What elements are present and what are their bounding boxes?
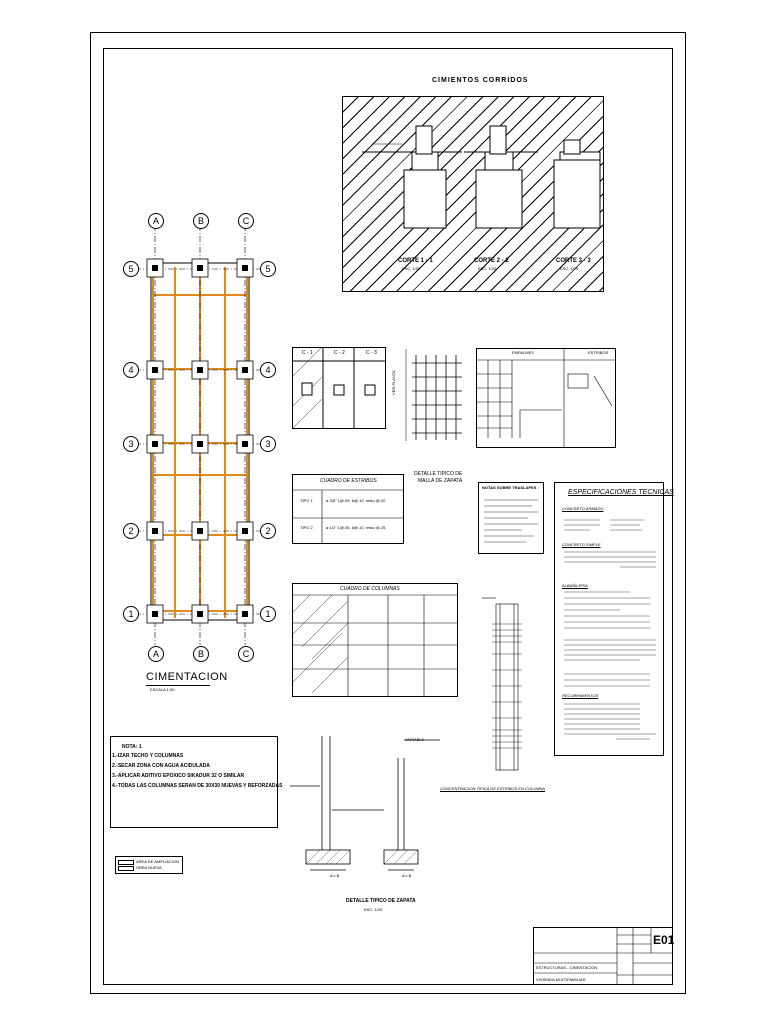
splice-col-header: EMPALMES bbox=[512, 350, 534, 355]
axis-5-left: 5 bbox=[123, 261, 139, 277]
specs-section-1: CONCRETO ARMADO bbox=[562, 506, 604, 511]
stirrup-concentration-caption: CONCENTRACION TIPICA DE ESTRIBOS EN COLU… bbox=[440, 786, 545, 791]
axis-4-left: 4 bbox=[123, 362, 139, 378]
footing-variable-label: VARIABLE bbox=[405, 737, 425, 742]
drawing-frame bbox=[103, 48, 673, 985]
axis-4-right: 4 bbox=[260, 362, 276, 378]
section-3-label: CORTE 3 - 3 bbox=[556, 258, 591, 264]
section-3-drawing bbox=[553, 139, 601, 229]
mesh-detail-drawing bbox=[405, 349, 462, 441]
section-2-drawing bbox=[464, 125, 538, 229]
axis-c-bottom: C bbox=[238, 646, 254, 662]
axis-2-left: 2 bbox=[123, 523, 139, 539]
specs-section-2: CONCRETO SIMPLE bbox=[562, 542, 601, 547]
stirrup-col-header: ESTRIBOS bbox=[588, 350, 609, 355]
legend-swatch-1 bbox=[118, 860, 134, 865]
title-block-grid bbox=[533, 927, 673, 985]
footing-dim-right: A x B bbox=[402, 873, 412, 878]
specs-section-4: RECUBRIMIENTOS bbox=[562, 693, 599, 698]
foundation-plan bbox=[135, 225, 270, 645]
strip-foundation-sections bbox=[362, 125, 601, 229]
specs-section-3: ALBAÑILERIA bbox=[562, 583, 588, 588]
axis-5-right: 5 bbox=[260, 261, 276, 277]
column-type-1: C - 1 bbox=[302, 350, 313, 356]
stirrup-row2-type: TIPO 2 bbox=[300, 525, 313, 530]
plan-title-underline bbox=[146, 685, 210, 686]
notes-title: NOTA: 1 bbox=[122, 744, 142, 750]
axis-2-right: 2 bbox=[260, 523, 276, 539]
overlap-note-title: NOTAS SOBRE TRASLAPES : bbox=[482, 485, 539, 490]
section-1-scale: ESC. 1/20 bbox=[402, 266, 421, 271]
section-2-scale: ESC. 1/20 bbox=[478, 266, 497, 271]
axis-3-left: 3 bbox=[123, 436, 139, 452]
column-type-2: C - 2 bbox=[334, 350, 345, 356]
section-1-drawing bbox=[362, 125, 462, 229]
stirrup-row2-spec: ø 1/2" 1@.05, 8@.10, resto @.25 bbox=[326, 525, 386, 530]
notes-line-4: 4.-TODAS LAS COLUMNAS SERAN DE 30X30 NUE… bbox=[112, 783, 283, 789]
drawing-sheet bbox=[90, 32, 686, 994]
stirrup-row1-type: TIPO 1 bbox=[300, 498, 313, 503]
footing-detail-drawing bbox=[290, 736, 440, 871]
notes-line-1: 1.-IZAR TECHO Y COLUMNAS bbox=[112, 753, 184, 759]
section-3-scale: ESC. 1/20 bbox=[560, 266, 579, 271]
title-block-project: VIVIENDA MULTIFAMILIAR bbox=[536, 977, 586, 982]
splice-table bbox=[476, 348, 616, 448]
column-table-title: CUADRO DE COLUMNAS bbox=[340, 586, 400, 592]
plan-title: CIMENTACION bbox=[146, 671, 228, 683]
splice-table-grid bbox=[476, 348, 616, 448]
stirrup-table-title: CUADRO DE ESTRIBOS bbox=[320, 478, 377, 484]
footing-detail-title: DETALLE TIPICO DE ZAPATA bbox=[346, 898, 416, 904]
page-title: CIMIENTOS CORRIDOS bbox=[432, 77, 529, 84]
stirrup-concentration-drawing bbox=[482, 597, 522, 771]
axis-a-top: A bbox=[148, 213, 164, 229]
notes-line-2: 2.-SECAR ZONA CON AGUA ACIDULADA bbox=[112, 763, 210, 769]
plan-scale: ESCALA 1:50 bbox=[150, 687, 175, 692]
footing-detail-scale: ESC. 1/20 bbox=[364, 907, 383, 912]
stirrup-row1-spec: ø 3/8" 1@.05, 8@.10, resto @.20 bbox=[326, 498, 386, 503]
mesh-caption-2: MALLA DE ZAPATA bbox=[418, 478, 463, 484]
specs-title: ESPECIFICACIONES TECNICAS bbox=[568, 489, 674, 496]
axis-c-top: C bbox=[238, 213, 254, 229]
section-1-label: CORTE 1 - 1 bbox=[398, 258, 433, 264]
footing-dim-left: A x B bbox=[330, 873, 340, 878]
axis-1-left: 1 bbox=[123, 606, 139, 622]
column-table-grid bbox=[291, 594, 458, 697]
axis-b-top: B bbox=[193, 213, 209, 229]
specs-text-lines bbox=[564, 519, 656, 740]
legend-item-1: AREA DE AMPLIACION bbox=[136, 859, 179, 864]
overlap-note-lines bbox=[484, 499, 538, 543]
stirrup-table bbox=[292, 474, 404, 544]
column-type-3: C - 3 bbox=[366, 350, 377, 356]
axis-a-bottom: A bbox=[148, 646, 164, 662]
notes-line-3: 3.-APLICAR ADITIVO EPOXICO SIKADUR 32 O … bbox=[112, 773, 245, 779]
column-types-drawing bbox=[291, 346, 386, 430]
column-table bbox=[292, 583, 458, 697]
specs-box bbox=[554, 482, 664, 756]
legend-item-2: OBRA NUEVA bbox=[136, 865, 162, 870]
axis-b-bottom: B bbox=[193, 646, 209, 662]
legend-swatch-2 bbox=[118, 866, 134, 871]
axis-3-right: 3 bbox=[260, 436, 276, 452]
title-block-specialty: ESTRUCTURAS - CIMENTACION bbox=[536, 965, 598, 970]
mesh-caption-1: DETALLE TIPICO DE bbox=[414, 471, 463, 477]
section-2-label: CORTE 2 - 2 bbox=[474, 258, 509, 264]
title-block bbox=[533, 927, 673, 985]
stirrup-table-grid bbox=[292, 489, 404, 544]
notes-box bbox=[110, 736, 278, 828]
mesh-side-label: VER PLANTA bbox=[391, 370, 396, 395]
axis-1-right: 1 bbox=[260, 606, 276, 622]
sheet-number: E01 bbox=[653, 933, 675, 947]
